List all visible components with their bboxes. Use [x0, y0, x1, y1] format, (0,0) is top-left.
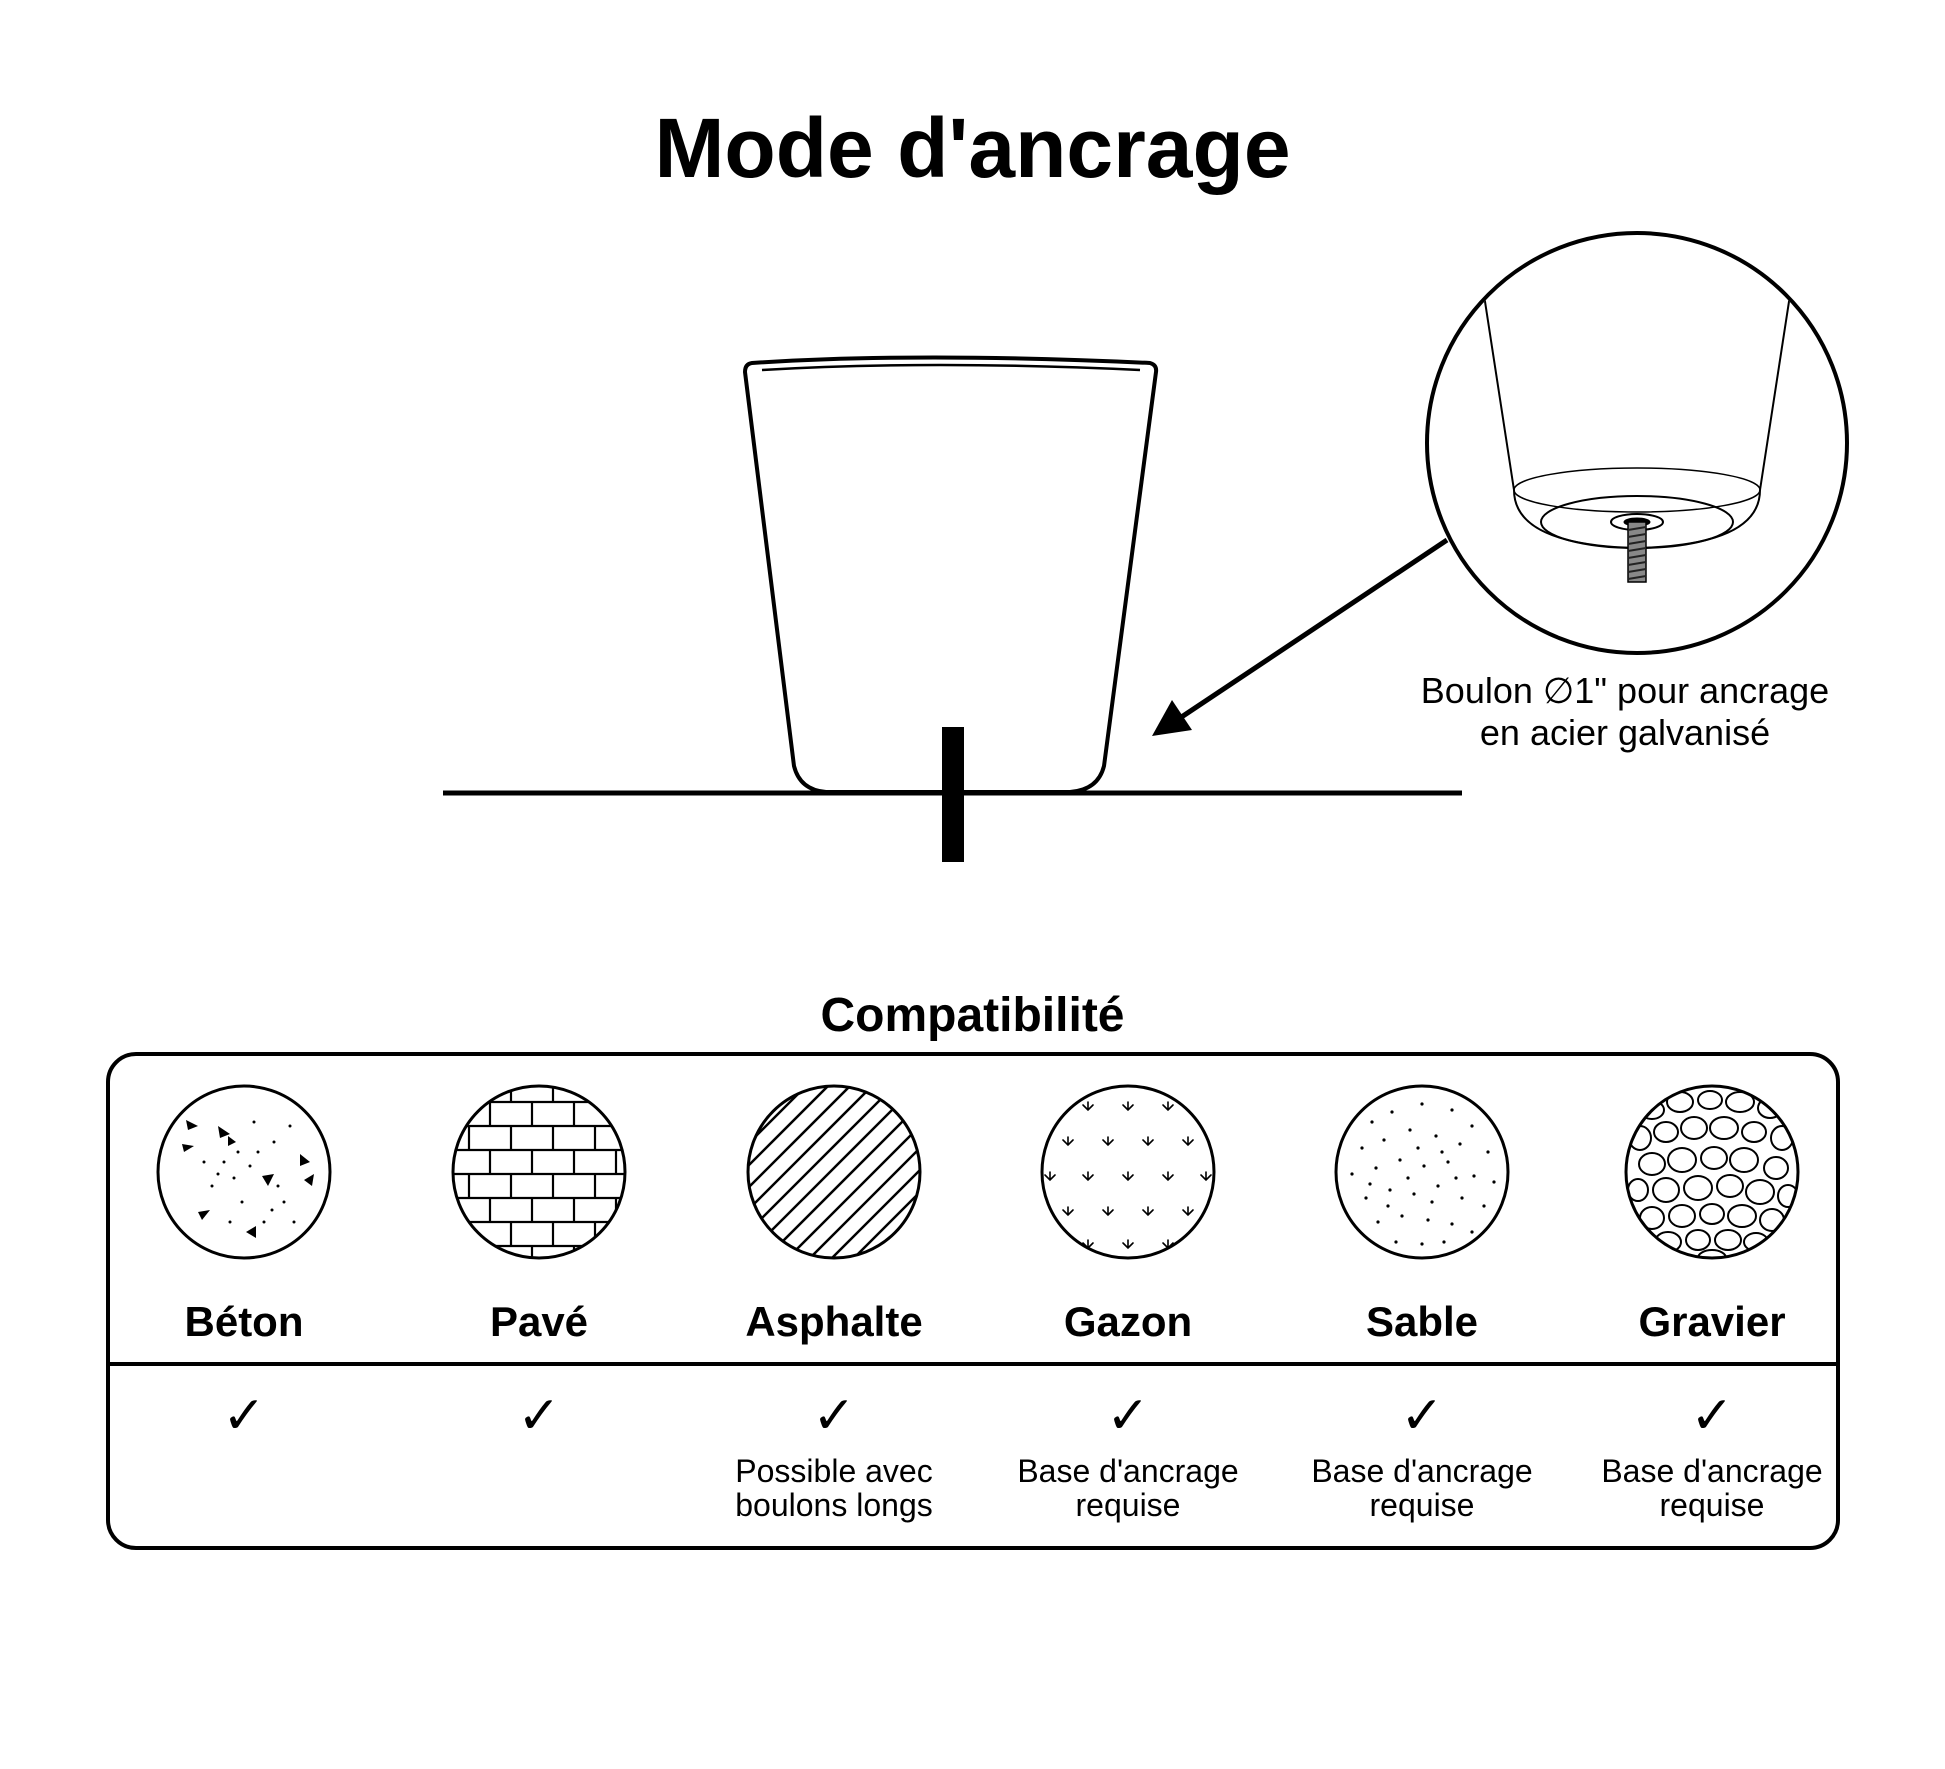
note-line-1: Possible avec	[735, 1453, 933, 1489]
check-mark: ✓	[1106, 1386, 1150, 1446]
surface-label: Gazon	[1063, 1298, 1193, 1345]
surface-note: Base d'ancrage requise	[978, 1454, 1278, 1522]
note-line-1: Base d'ancrage	[1601, 1453, 1823, 1489]
callout-arrow	[1152, 537, 1449, 736]
brick-paver-texture-icon	[449, 1082, 629, 1262]
sand-texture-icon	[1332, 1082, 1512, 1262]
bolt-detail-circle	[1425, 231, 1849, 655]
note-line-1: Base d'ancrage	[1017, 1453, 1239, 1489]
note-line-2: requise	[1369, 1487, 1475, 1523]
callout-line-2: en acier galvanisé	[1479, 712, 1771, 753]
surface-note: Base d'ancrage requise	[1272, 1454, 1572, 1522]
page-title: Mode d'ancrage	[654, 101, 1291, 195]
concrete-texture-icon	[154, 1082, 334, 1262]
bolt-callout-text: Boulon ∅1" pour ancrage en acier galvani…	[1365, 670, 1885, 754]
surface-label: Asphalte	[745, 1298, 923, 1345]
anchor-bolt	[942, 727, 964, 862]
check-mark: ✓	[812, 1386, 856, 1446]
surface-label: Béton	[184, 1298, 304, 1345]
anchoring-diagram	[443, 231, 1849, 862]
surface-note: Possible avec boulons longs	[684, 1454, 984, 1522]
note-line-1: Base d'ancrage	[1311, 1453, 1533, 1489]
surface-label: Pavé	[489, 1298, 589, 1345]
asphalt-hatch-icon	[744, 1082, 924, 1262]
note-line-2: requise	[1659, 1487, 1765, 1523]
gravel-texture-icon	[1622, 1082, 1802, 1262]
check-mark: ✓	[517, 1386, 561, 1446]
note-line-2: requise	[1075, 1487, 1181, 1523]
surface-label: Gravier	[1638, 1298, 1786, 1345]
check-mark: ✓	[1690, 1386, 1734, 1446]
surface-label: Sable	[1365, 1298, 1479, 1345]
check-mark: ✓	[1400, 1386, 1444, 1446]
surface-note: Base d'ancrage requise	[1562, 1454, 1862, 1522]
compatibility-table: Béton ✓	[106, 1052, 1840, 1550]
planter-illustration	[743, 355, 1159, 794]
grass-texture-icon	[1038, 1082, 1218, 1262]
table-divider	[110, 1362, 1836, 1366]
callout-line-1: Boulon ∅1" pour ancrage	[1420, 670, 1830, 711]
note-line-2: boulons longs	[735, 1487, 933, 1523]
check-mark: ✓	[222, 1386, 266, 1446]
compatibility-title: Compatibilité	[820, 989, 1125, 1042]
